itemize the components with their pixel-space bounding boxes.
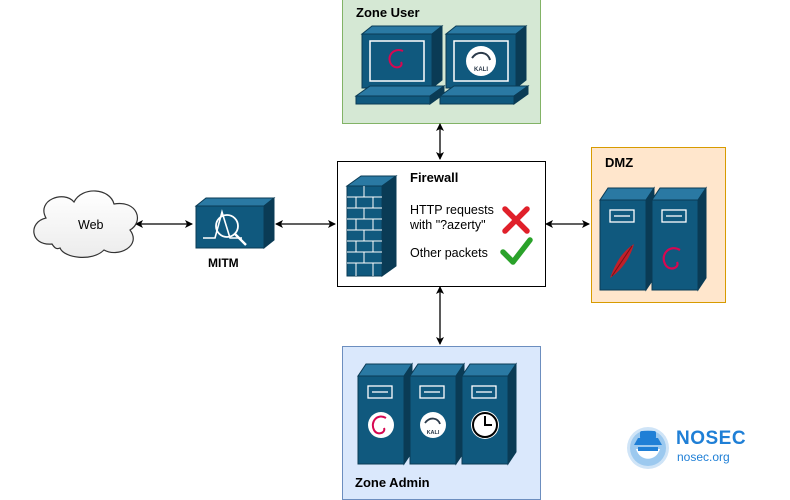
- server-admin-clock-icon: [461, 362, 517, 466]
- cross-icon: [502, 206, 530, 234]
- zone-dmz-label: DMZ: [605, 155, 634, 170]
- server-dmz-2-icon: [651, 186, 707, 292]
- svg-text:KALI: KALI: [474, 67, 488, 73]
- rule-http-line2: with "?azerty": [410, 218, 486, 232]
- web-label: Web: [78, 218, 104, 232]
- workstation-kali-icon: KALI: [438, 24, 530, 105]
- server-admin-kali-icon: KALI: [409, 362, 465, 466]
- rule-other-line1: Other packets: [410, 246, 488, 260]
- server-admin-debian-icon: [357, 362, 413, 466]
- zone-user-label: Zone User: [356, 5, 420, 20]
- firewall-title: Firewall: [410, 170, 459, 185]
- zone-admin-label: Zone Admin: [355, 475, 430, 490]
- svg-text:KALI: KALI: [427, 430, 440, 436]
- check-icon: [500, 237, 533, 265]
- nosec-logo-icon: [627, 427, 669, 469]
- cloud-icon: [33, 190, 139, 258]
- mitm-label: MITM: [208, 256, 239, 270]
- firewall-wall-icon: [345, 175, 398, 277]
- workstation-debian-icon: [354, 24, 446, 105]
- server-dmz-1-icon: [599, 186, 655, 292]
- rule-http-line1: HTTP requests: [410, 203, 494, 217]
- mitm-device-icon: [194, 196, 276, 250]
- nosec-logo-name: NOSEC: [676, 428, 747, 449]
- nosec-logo-url: nosec.org: [677, 450, 730, 464]
